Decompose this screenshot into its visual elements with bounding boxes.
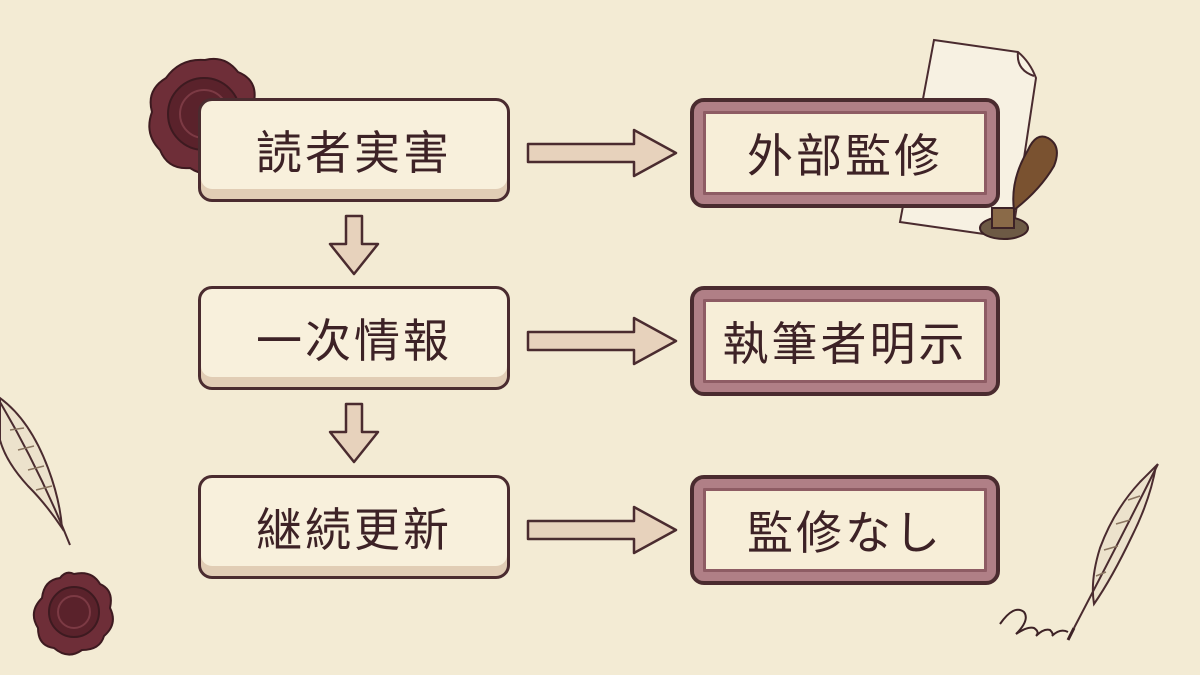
signature-scribble-icon	[999, 608, 1069, 637]
quill-feather-icon	[1066, 463, 1159, 641]
outcome-label-3: 監修なし	[747, 506, 943, 560]
outcome-box-1: 外部監修	[690, 98, 1000, 208]
flow-arrow-down-1	[328, 214, 380, 276]
flow-arrow-right-1	[526, 128, 678, 178]
flow-arrow-right-3	[526, 505, 678, 555]
step-label-3: 継続更新	[256, 503, 452, 557]
step-label-2: 一次情報	[256, 314, 452, 368]
flow-arrow-down-2	[328, 402, 380, 464]
step-label-1: 読者実害	[256, 126, 452, 180]
outcome-label-1: 外部監修	[747, 129, 943, 183]
flow-arrow-right-2	[526, 316, 678, 366]
step-box-3: 継続更新	[198, 475, 510, 579]
rubber-stamp-icon	[979, 135, 1058, 240]
outcome-label-2: 執筆者明示	[722, 317, 968, 371]
step-box-2: 一次情報	[198, 286, 510, 390]
outcome-box-2: 執筆者明示	[690, 286, 1000, 396]
quill-feather-icon	[0, 396, 71, 546]
step-box-1: 読者実害	[198, 98, 510, 202]
wax-seal-icon	[32, 571, 114, 656]
outcome-box-3: 監修なし	[690, 475, 1000, 585]
